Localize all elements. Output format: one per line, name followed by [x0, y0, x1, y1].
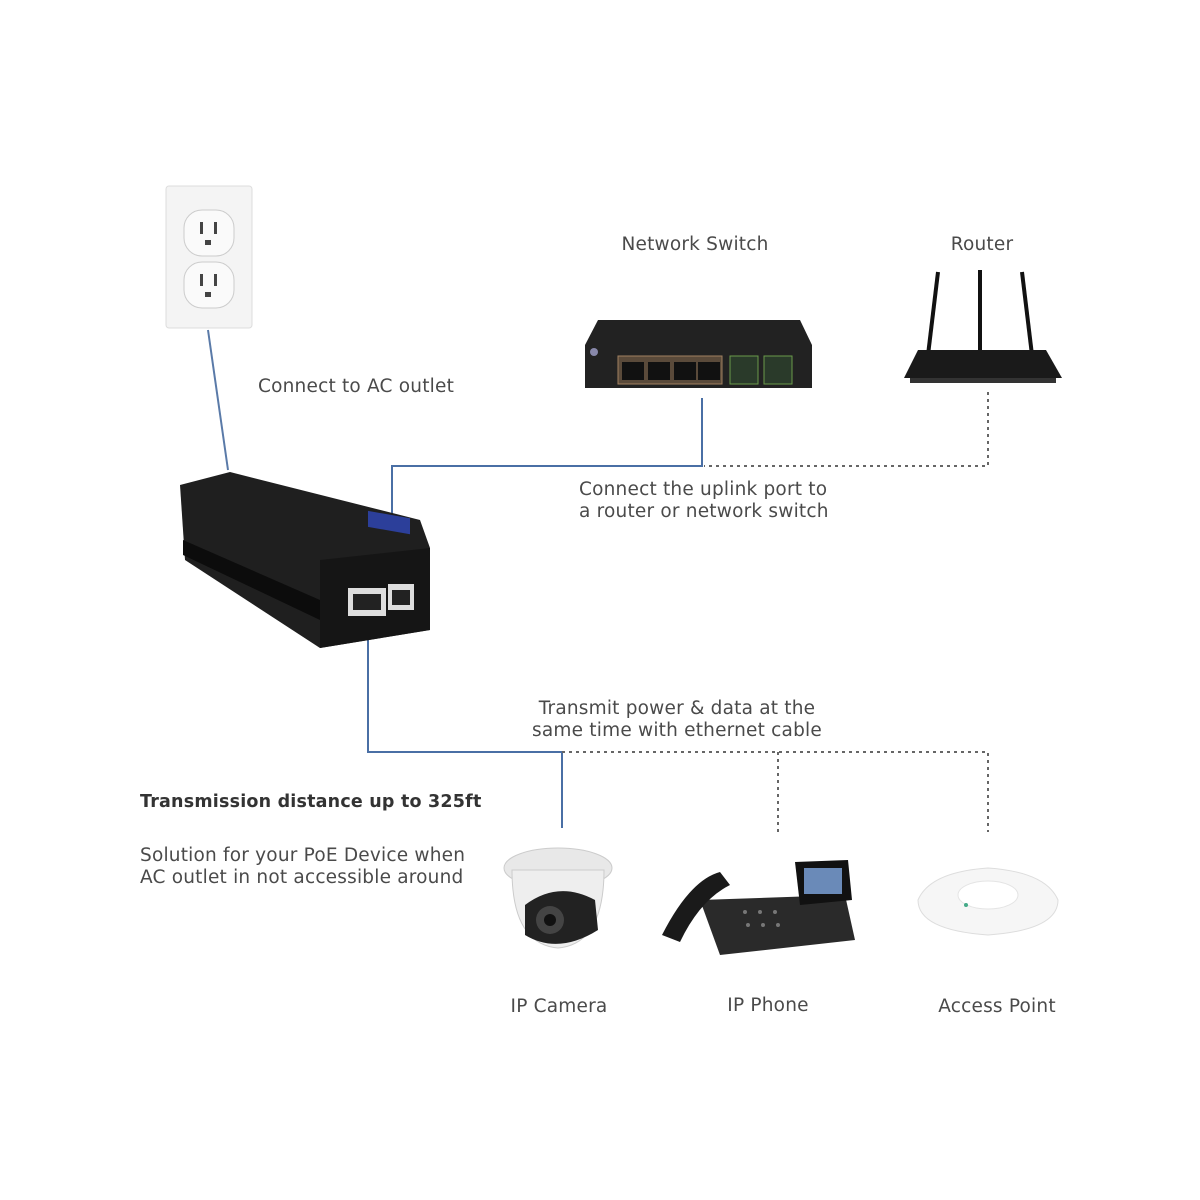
uplink-caption-line2: a router or network switch — [579, 501, 829, 522]
poe-injector-image — [180, 472, 430, 648]
transmit-caption-line1: Transmit power & data at the — [538, 698, 816, 719]
router-dotted-link — [704, 392, 989, 467]
distance-heading: Transmission distance up to 325ft — [140, 792, 482, 812]
ip-camera-label: IP Camera — [510, 996, 608, 1017]
ip-phone-image — [662, 860, 855, 955]
uplink-caption-line1: Connect the uplink port to — [579, 479, 828, 500]
router-image — [904, 270, 1062, 383]
power-cable — [207, 329, 229, 471]
network-switch-label: Network Switch — [621, 234, 769, 255]
ip-camera-image — [503, 847, 613, 949]
ip-phone-label: IP Phone — [727, 995, 809, 1016]
access-point-label: Access Point — [938, 996, 1056, 1017]
poe-output-cable — [367, 610, 563, 828]
solution-line2: AC outlet in not accessible around — [140, 867, 464, 888]
ac-outlet-image — [165, 185, 253, 329]
devices-dotted-link — [562, 751, 989, 832]
solution-line1: Solution for your PoE Device when — [140, 845, 466, 866]
ac-outlet-caption: Connect to AC outlet — [258, 376, 455, 397]
router-label: Router — [950, 234, 1014, 255]
transmit-caption-line2: same time with ethernet cable — [532, 720, 822, 741]
access-point-image — [917, 867, 1059, 936]
network-switch-image — [585, 320, 812, 388]
